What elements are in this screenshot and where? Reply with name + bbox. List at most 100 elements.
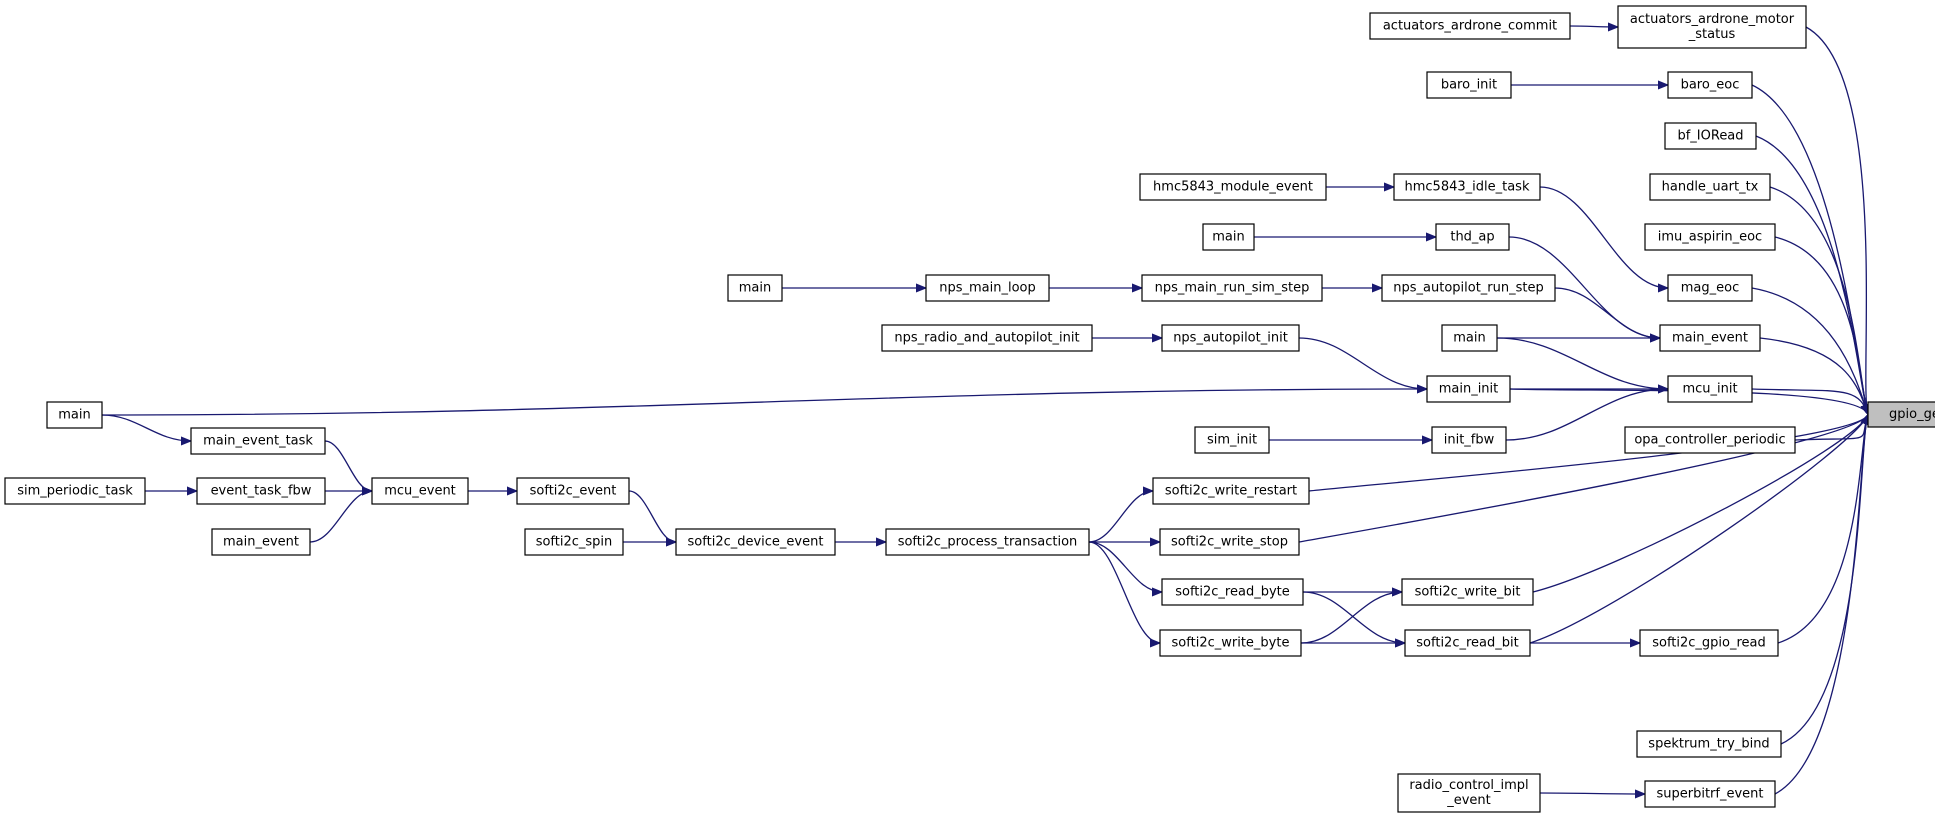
function-node-nps-sim-step[interactable]: nps_main_run_sim_step: [1141, 274, 1323, 302]
function-node-init-fbw[interactable]: init_fbw: [1431, 426, 1507, 454]
call-edge-superbit-to-gpio-get: [1774, 415, 1868, 795]
node-box: [1644, 223, 1776, 251]
function-node-mcu-event[interactable]: mcu_event: [371, 477, 469, 505]
call-edge-main-c-to-mcu-init: [1496, 337, 1668, 389]
call-edge-read-byte-to-read-bit: [1302, 591, 1405, 643]
function-node-act-commit[interactable]: actuators_ardrone_commit: [1369, 12, 1571, 40]
function-node-main-event-task[interactable]: main_event_task: [190, 427, 326, 455]
function-node-nps-radio-init[interactable]: nps_radio_and_autopilot_init: [881, 324, 1093, 352]
function-node-softi2c-event[interactable]: softi2c_event: [516, 477, 630, 505]
node-label: mcu_event: [384, 484, 456, 499]
node-label: sim_periodic_task: [17, 484, 133, 499]
function-node-thd-ap[interactable]: thd_ap: [1435, 223, 1510, 251]
function-node-proc-trans[interactable]: softi2c_process_transaction: [885, 528, 1090, 556]
call-edge-mag-eoc-to-gpio-get: [1751, 287, 1868, 415]
function-node-gpio-get[interactable]: gpio_get: [1867, 401, 1935, 428]
function-node-bf-ioread[interactable]: bf_IORead: [1664, 122, 1757, 150]
call-edge-softi2c-event-to-dev-event: [628, 490, 677, 542]
function-node-nps-ap-step[interactable]: nps_autopilot_run_step: [1381, 274, 1556, 302]
node-box: [211, 528, 311, 556]
node-box: [1202, 223, 1255, 251]
node-label: hmc5843_idle_task: [1405, 180, 1530, 195]
call-edge-main-d-to-main-event-task: [101, 414, 191, 441]
function-node-mcu-init[interactable]: mcu_init: [1667, 375, 1753, 403]
function-node-mag-eoc[interactable]: mag_eoc: [1667, 274, 1753, 302]
function-node-write-byte[interactable]: softi2c_write_byte: [1159, 629, 1302, 657]
function-node-spek-bind[interactable]: spektrum_try_bind: [1636, 730, 1782, 758]
node-box: [925, 274, 1050, 302]
function-node-read-byte[interactable]: softi2c_read_byte: [1161, 578, 1304, 606]
function-node-main-d[interactable]: main: [46, 401, 103, 429]
node-label: _status: [1688, 27, 1736, 42]
node-label: spektrum_try_bind: [1648, 737, 1769, 752]
node-box: [1152, 477, 1310, 505]
node-box: [1667, 274, 1753, 302]
node-box: [190, 427, 326, 455]
function-node-write-bit[interactable]: softi2c_write_bit: [1401, 578, 1534, 606]
function-node-main-c[interactable]: main: [1441, 324, 1498, 352]
node-box: [1161, 324, 1300, 352]
node-label: actuators_ardrone_motor: [1630, 12, 1795, 27]
node-box: [1624, 426, 1796, 454]
function-node-superbit[interactable]: superbitrf_event: [1644, 780, 1776, 808]
function-node-dev-event[interactable]: softi2c_device_event: [675, 528, 836, 556]
call-edge-proc-trans-to-read-byte: [1088, 541, 1163, 592]
node-label: mag_eoc: [1681, 281, 1739, 296]
node-label: mcu_init: [1682, 382, 1737, 397]
function-node-sw-restart[interactable]: softi2c_write_restart: [1152, 477, 1310, 505]
function-node-main-event-l[interactable]: main_event: [211, 528, 311, 556]
call-edge-imu-asp-to-gpio-get: [1774, 236, 1868, 415]
call-edge-init-fbw-to-mcu-init: [1505, 389, 1668, 441]
function-node-main-a[interactable]: main: [1202, 223, 1255, 251]
node-box: [1141, 274, 1323, 302]
function-node-gpio-read[interactable]: softi2c_gpio_read: [1639, 629, 1779, 657]
node-box: [1194, 426, 1270, 454]
call-edge-write-bit-to-gpio-get: [1532, 415, 1868, 593]
node-label: imu_aspirin_eoc: [1658, 230, 1762, 245]
node-box: [1435, 223, 1510, 251]
node-label: main_event_task: [203, 434, 313, 449]
function-node-hmc-idle[interactable]: hmc5843_idle_task: [1393, 173, 1541, 201]
node-box: [1639, 629, 1779, 657]
node-label: hmc5843_module_event: [1153, 180, 1313, 195]
node-box: [1401, 578, 1534, 606]
function-node-sw-stop[interactable]: softi2c_write_stop: [1159, 528, 1300, 556]
function-node-baro-init[interactable]: baro_init: [1426, 71, 1512, 99]
call-edge-proc-trans-to-write-byte: [1088, 541, 1161, 643]
function-node-nps-loop[interactable]: nps_main_loop: [925, 274, 1050, 302]
call-edge-write-byte-to-write-bit: [1300, 592, 1402, 644]
function-node-act-motor[interactable]: actuators_ardrone_motor_status: [1617, 5, 1807, 49]
function-node-handle-uart[interactable]: handle_uart_tx: [1649, 173, 1771, 201]
node-label: radio_control_impl: [1409, 778, 1528, 793]
function-nodes: gpio_get actuators_ardrone_commit actuator…: [4, 5, 1935, 813]
function-node-baro-eoc[interactable]: baro_eoc: [1667, 71, 1753, 99]
node-box: [1381, 274, 1556, 302]
call-edge-act-commit-to-act-motor: [1569, 26, 1618, 27]
function-node-event-fbw[interactable]: event_task_fbw: [196, 477, 326, 505]
function-node-main-init[interactable]: main_init: [1426, 375, 1511, 403]
function-node-nps-ap-init[interactable]: nps_autopilot_init: [1161, 324, 1300, 352]
function-node-hmc-event[interactable]: hmc5843_module_event: [1139, 173, 1327, 201]
function-node-softi2c-spin[interactable]: softi2c_spin: [524, 528, 624, 556]
node-box: [1636, 730, 1782, 758]
function-node-main-b[interactable]: main: [727, 274, 783, 302]
node-label: main: [1453, 331, 1485, 346]
node-box: [1659, 324, 1761, 352]
node-label: sim_init: [1207, 433, 1257, 448]
function-node-opa-ctrl[interactable]: opa_controller_periodic: [1624, 426, 1796, 454]
node-box: [1667, 71, 1753, 99]
call-edge-spek-bind-to-gpio-get: [1780, 415, 1868, 745]
function-node-main-event-r[interactable]: main_event: [1659, 324, 1761, 352]
function-node-sim-periodic[interactable]: sim_periodic_task: [4, 477, 146, 505]
node-label: _event: [1446, 793, 1491, 808]
node-label: nps_autopilot_run_step: [1393, 281, 1544, 296]
call-edge-act-motor-to-gpio-get: [1805, 26, 1868, 415]
function-node-imu-asp[interactable]: imu_aspirin_eoc: [1644, 223, 1776, 251]
function-node-radio-impl[interactable]: radio_control_impl_event: [1397, 773, 1541, 813]
call-edge-bf-ioread-to-gpio-get: [1755, 135, 1868, 415]
function-node-read-bit[interactable]: softi2c_read_bit: [1404, 629, 1531, 657]
node-box: [1667, 375, 1753, 403]
function-node-sim-init[interactable]: sim_init: [1194, 426, 1270, 454]
node-box: [196, 477, 326, 505]
node-box: [1867, 401, 1935, 428]
